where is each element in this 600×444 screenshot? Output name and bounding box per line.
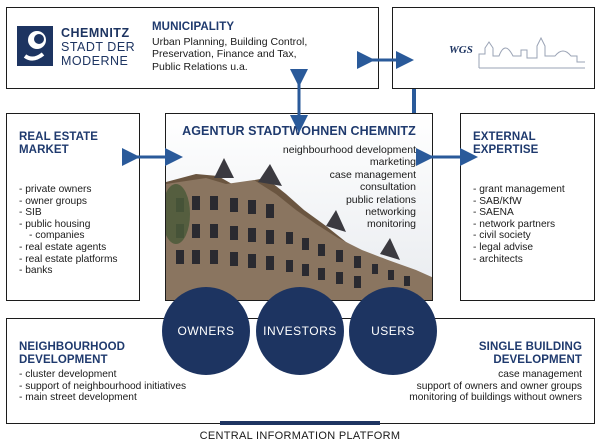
neighbourhood-list: cluster development support of neighbour… [19, 369, 186, 404]
external-title: EXPERTISE [473, 144, 539, 156]
agentur-box: AGENTUR STADTWOHNEN CHEMNITZ neighbourho… [165, 113, 433, 301]
investors-circle: INVESTORS [256, 287, 344, 375]
single-building-list: case management support of owners and ow… [409, 369, 582, 404]
service-item: networking [365, 206, 416, 219]
list-item: case management [498, 369, 582, 380]
investors-label: INVESTORS [263, 324, 337, 338]
list-item: owner groups [19, 196, 118, 208]
external-expertise-box: EXTERNAL EXPERTISE grant management SAB/… [460, 113, 595, 301]
real-estate-box: REAL ESTATE MARKET private owners owner … [6, 113, 140, 301]
list-item: SAENA [473, 207, 565, 219]
list-item: real estate platforms [19, 254, 117, 266]
owners-label: OWNERS [177, 324, 235, 338]
municipality-title: MUNICIPALITY [152, 21, 235, 33]
list-item: monitoring of buildings without owners [409, 392, 582, 404]
service-item: public relations [345, 193, 416, 206]
logo-text-line: STADT DER [61, 40, 136, 54]
list-item: public housing [19, 219, 118, 231]
list-item: architects [473, 254, 565, 266]
list-item: support of neighbourhood initiatives [19, 381, 186, 393]
list-item: support of owners and owner groups [416, 380, 582, 392]
neighbourhood-title: DEVELOPMENT [19, 354, 108, 366]
list-item: civil society [473, 230, 565, 242]
real-estate-title: REAL ESTATE [19, 131, 99, 143]
users-label: USERS [371, 324, 415, 338]
agentur-services: neighbourhood development marketing case… [283, 144, 416, 231]
neighbourhood-title: NEIGHBOURHOOD [19, 341, 126, 353]
users-circle: USERS [349, 287, 437, 375]
list-item: real estate agents [19, 242, 118, 254]
list-item: SAB/KfW [473, 196, 565, 208]
central-platform-label: CENTRAL INFORMATION PLATFORM [199, 430, 401, 442]
logo-text-line: MODERNE [61, 54, 129, 68]
wgs-logo: WGS [449, 44, 473, 56]
real-estate-title: MARKET [19, 144, 69, 156]
external-list: grant management SAB/KfW SAENA network p… [473, 184, 565, 265]
list-item: main street development [19, 392, 186, 404]
service-item: monitoring [366, 218, 416, 231]
building-photo [166, 114, 432, 300]
municipality-line: Preservation, Finance and Tax, [152, 48, 297, 61]
list-item-continued: companies [35, 230, 85, 242]
external-title: EXTERNAL [473, 131, 536, 143]
municipality-line: Public Relations u.a. [152, 60, 248, 73]
city-skyline-icon [478, 36, 585, 69]
single-building-title: DEVELOPMENT [493, 354, 582, 366]
list-item: grant management [473, 184, 565, 196]
service-item: marketing [369, 156, 416, 169]
owners-circle: OWNERS [162, 287, 250, 375]
service-item: consultation [359, 181, 416, 194]
list-item: banks [19, 265, 118, 277]
chemnitz-logo-icon [17, 26, 53, 66]
wgs-box: WGS [392, 7, 595, 89]
list-item: legal advise [473, 242, 565, 254]
municipality-line: Urban Planning, Building Control, [152, 36, 308, 48]
service-item: neighbourhood development [282, 144, 416, 156]
service-item: case management [329, 168, 416, 181]
single-building-title: SINGLE BUILDING [478, 341, 582, 353]
municipality-box: CHEMNITZ STADT DER MODERNE MUNICIPALITY … [6, 7, 379, 89]
list-item: SIB [19, 207, 118, 219]
list-item: network partners [473, 219, 565, 231]
logo-text-line: CHEMNITZ [61, 26, 130, 40]
list-item: private owners [19, 184, 118, 196]
list-item: cluster development [19, 369, 186, 381]
list-item: companies [19, 230, 118, 242]
real-estate-list: private owners owner groups SIB public h… [19, 184, 118, 277]
